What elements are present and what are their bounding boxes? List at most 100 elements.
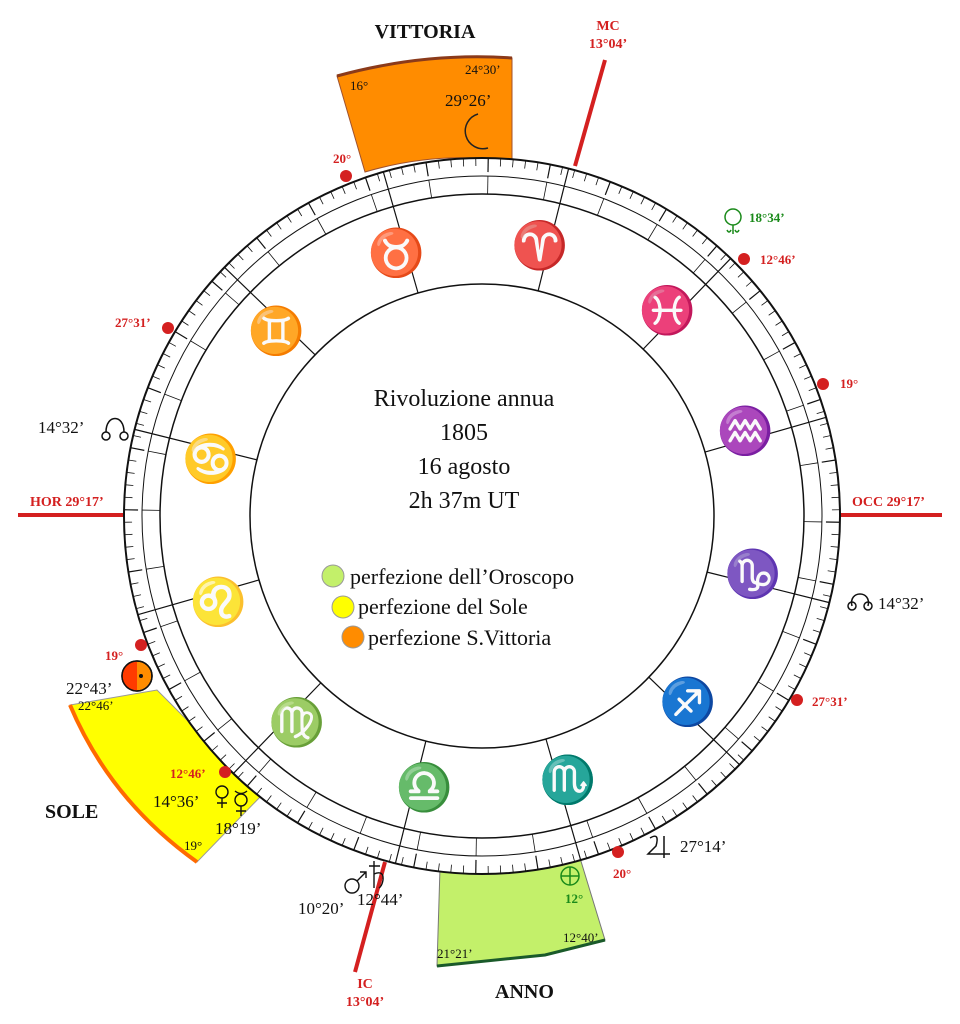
- degree-tick: [543, 182, 548, 200]
- degree-tick: [807, 398, 821, 405]
- degree-tick: [388, 170, 392, 179]
- degree-tick: [547, 164, 551, 179]
- sign-ring-inner: [249, 283, 715, 749]
- degree-tick: [450, 864, 452, 873]
- degree-tick: [821, 459, 836, 463]
- degree-tick: [376, 850, 381, 859]
- anno-sector: ANNO 21°21’ 12°40’ 12°: [436, 857, 606, 1003]
- degree-tick: [181, 320, 189, 326]
- degree-tick: [658, 208, 667, 222]
- part-of-fortune-degree: 12°: [565, 891, 583, 906]
- degree-tick: [560, 856, 563, 865]
- venus-icon: [215, 785, 229, 808]
- red-point-dot: [135, 639, 147, 651]
- degree-tick: [757, 681, 774, 692]
- degree-tick: [781, 331, 790, 337]
- sign-divider: [545, 738, 582, 861]
- degree-tick: [698, 782, 708, 795]
- sign-taurus: ♉: [368, 227, 425, 280]
- degree-tick: [219, 271, 227, 278]
- anno-title: ANNO: [495, 981, 554, 1003]
- degree-tick: [661, 815, 667, 824]
- degree-tick: [637, 797, 648, 814]
- sign-divider: [648, 676, 740, 766]
- red-point-dot: [162, 322, 174, 334]
- legend-label: perfezione dell’Oroscopo: [350, 564, 574, 589]
- degree-tick: [512, 864, 514, 873]
- degree-tick: [297, 208, 303, 217]
- degree-tick: [672, 215, 678, 223]
- degree-tick: [276, 222, 282, 230]
- angle-axes: MC 13°04’ IC 13°04’ HOR 29°17’ OCC 29°17…: [18, 19, 942, 1010]
- degree-tick: [428, 180, 433, 199]
- degree-tick: [753, 735, 761, 742]
- sign-divider: [382, 171, 419, 294]
- red-point-label: 27°31’: [115, 315, 151, 330]
- red-point-label: 27°31’: [812, 694, 848, 709]
- red-point-dot: [340, 170, 352, 182]
- degree-tick: [225, 292, 240, 306]
- vittoria-start: 16°: [350, 78, 368, 93]
- degree-tick: [341, 838, 346, 846]
- degree-tick: [524, 160, 527, 169]
- degree-tick: [164, 393, 182, 401]
- degree-tick: [286, 809, 292, 817]
- degree-tick: [804, 652, 812, 657]
- degree-tick: [258, 758, 272, 773]
- degree-tick: [731, 301, 747, 314]
- degree-tick: [692, 229, 698, 237]
- degree-tick: [776, 692, 790, 701]
- sign-divider: [642, 258, 732, 350]
- degree-tick: [162, 674, 171, 679]
- vittoria-sector: VITTORIA 16° 24°30’ 29°26’: [336, 21, 513, 173]
- mars-icon: [344, 871, 367, 894]
- degree-tick: [190, 340, 207, 351]
- degree-tick: [629, 833, 634, 841]
- moon-degree: 29°26’: [445, 91, 491, 110]
- jupiter-icon: [646, 835, 670, 858]
- degree-tick: [256, 787, 263, 795]
- legend-label: perfezione del Sole: [358, 594, 528, 619]
- sign-divider: [537, 168, 570, 292]
- degree-tick: [266, 795, 272, 803]
- degree-tick: [168, 342, 177, 347]
- degree-tick: [536, 162, 539, 171]
- degree-tick: [425, 162, 429, 177]
- degree-tick: [211, 280, 223, 291]
- degree-tick: [741, 741, 753, 752]
- degree-tick: [830, 546, 839, 548]
- mercury-degree: 18°19’: [215, 819, 261, 838]
- degree-tick: [364, 177, 371, 191]
- degree-tick: [276, 802, 282, 810]
- degree-tick: [640, 196, 645, 205]
- legend: perfezione dell’Oroscopo perfezione del …: [321, 564, 574, 650]
- sign-capricorn: ♑: [724, 548, 781, 601]
- degree-tick: [388, 853, 392, 862]
- degree-tick: [330, 833, 335, 841]
- degree-tick: [799, 364, 807, 369]
- degree-tick: [819, 606, 828, 610]
- degree-tick: [341, 186, 346, 194]
- degree-tick: [822, 594, 831, 597]
- degree-tick: [319, 196, 324, 205]
- sign-divider: [706, 571, 830, 604]
- degree-tick: [531, 833, 536, 852]
- degree-tick: [651, 202, 656, 211]
- degree-tick: [793, 353, 802, 358]
- degree-tick: [707, 245, 718, 257]
- degree-tick: [330, 191, 335, 199]
- sign-gemini: ♊: [248, 305, 305, 358]
- degree-tick: [139, 410, 148, 415]
- degree-tick: [535, 855, 539, 870]
- degree-tick: [353, 181, 357, 190]
- degree-tick: [672, 809, 678, 817]
- degree-tick: [618, 838, 623, 846]
- degree-tick: [827, 570, 836, 573]
- zodiac-signs: ♈ ♉ ♊ ♋ ♌ ♍ ♎ ♏ ♐ ♑ ♒ ♓: [182, 219, 781, 814]
- north-node-icon: [847, 593, 873, 611]
- degree-tick: [181, 706, 189, 712]
- vittoria-arc: [336, 55, 513, 78]
- degree-tick: [829, 471, 838, 474]
- red-point-dot: [612, 846, 624, 858]
- mercury-icon: [234, 790, 248, 816]
